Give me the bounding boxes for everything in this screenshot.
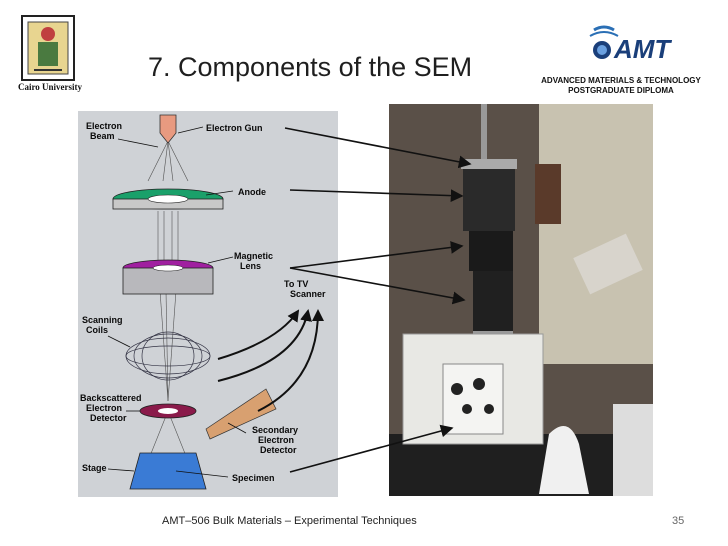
program-title: ADVANCED MATERIALS & TECHNOLOGY POSTGRAD… [530, 76, 712, 96]
logo-caption: Cairo University [17, 82, 83, 92]
slide-title: 7. Components of the SEM [148, 52, 473, 82]
amt-logo-text: AMT [614, 34, 671, 64]
label-specimen: Specimen [232, 473, 275, 483]
label-anode: Anode [238, 187, 266, 197]
label-electron-gun: Electron Gun [206, 123, 263, 133]
label-pointers [107, 126, 247, 478]
program-line-2: POSTGRADUATE DIPLOMA [568, 86, 674, 95]
sem-photo [389, 104, 653, 496]
slide-footer: AMT–506 Bulk Materials – Experimental Te… [162, 515, 417, 527]
electron-gun-shape [159, 114, 177, 144]
scanning-coils-shape [125, 331, 211, 381]
program-line-1: ADVANCED MATERIALS & TECHNOLOGY [541, 76, 701, 85]
cairo-university-logo: Cairo University [14, 12, 86, 98]
page-number: 35 [672, 515, 685, 527]
stage-shape [129, 452, 207, 490]
scanner-arrows [217, 309, 324, 412]
amt-logo: AMT [584, 24, 680, 68]
label-stage: Stage [82, 463, 107, 473]
secondary-detector-cone [205, 388, 277, 440]
